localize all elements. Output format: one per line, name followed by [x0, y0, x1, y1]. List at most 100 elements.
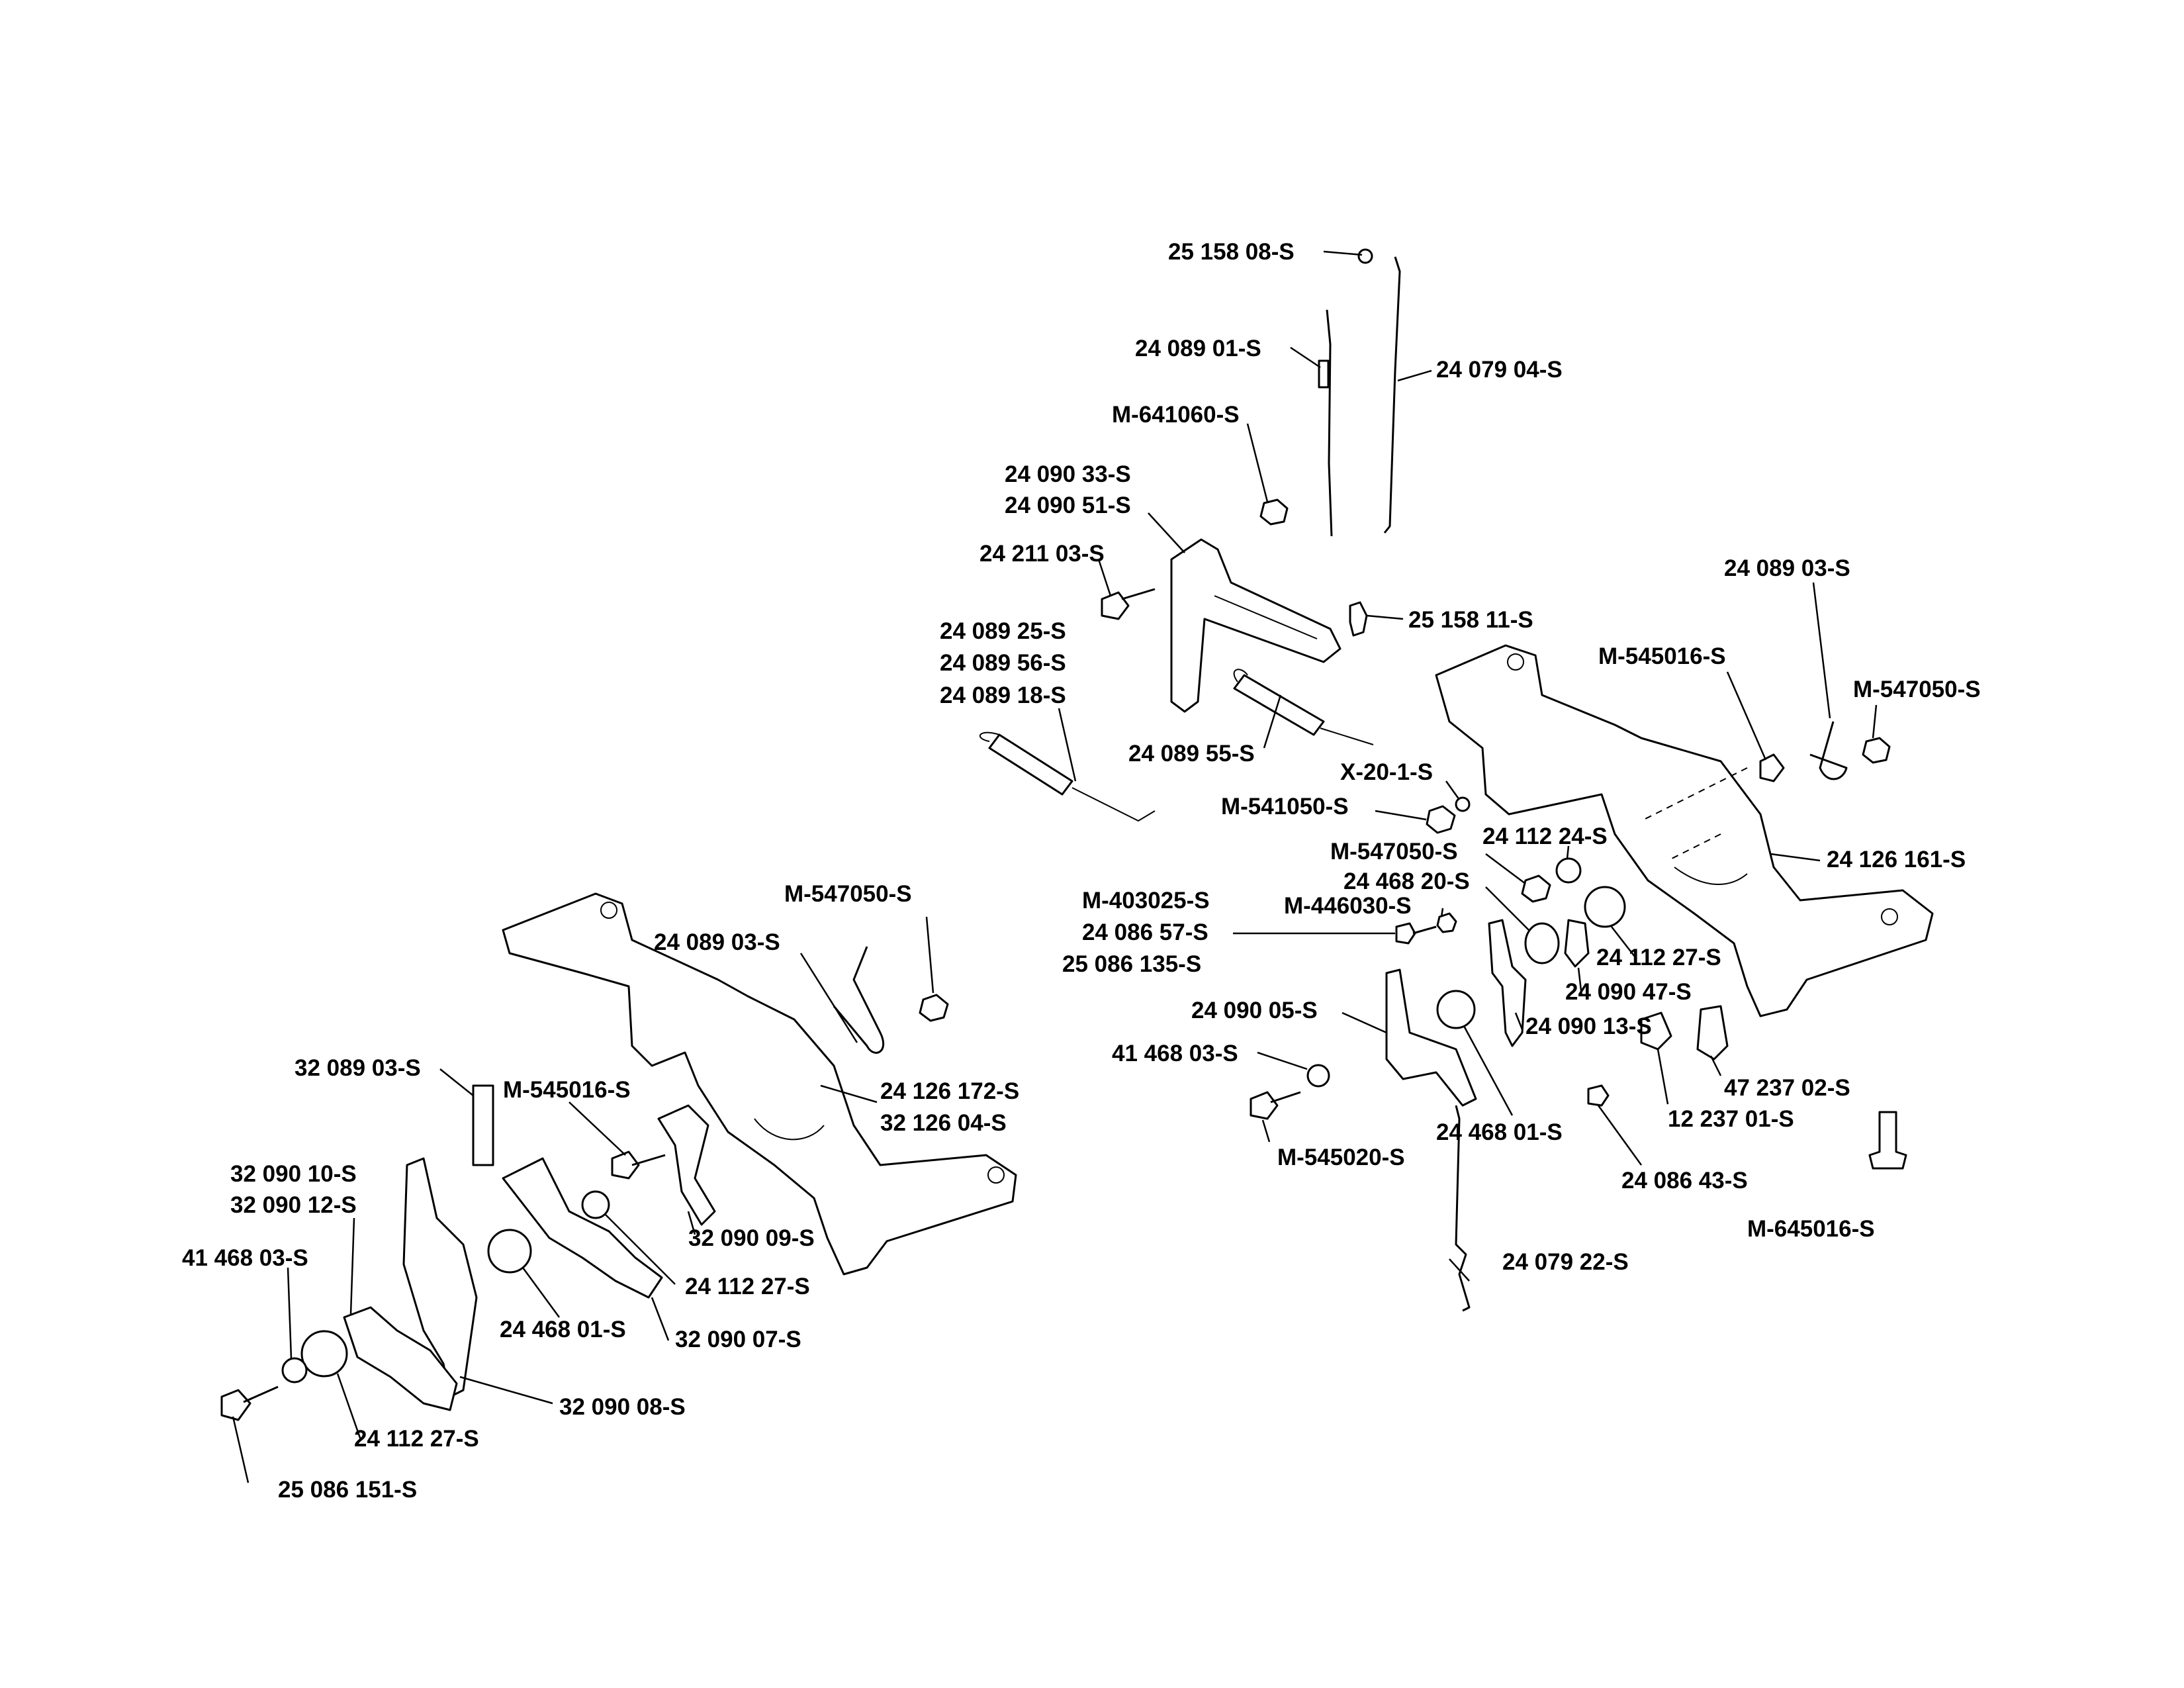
- leader: [1445, 780, 1461, 800]
- washer-24-468-01-right: [1436, 990, 1476, 1029]
- part-label: 32 089 03-S: [295, 1055, 421, 1081]
- part-label: 32 090 08-S: [559, 1394, 686, 1420]
- part-label: 24 468 01-S: [500, 1317, 626, 1342]
- part-label: M-641060-S: [1112, 402, 1240, 428]
- clip-12-237-01: [1640, 1011, 1672, 1051]
- leader: [1148, 512, 1185, 553]
- lever-24-090-05: [1385, 968, 1477, 1107]
- part-label: 24 089 01-S: [1135, 336, 1261, 361]
- lever-32-090-10: [402, 1157, 478, 1398]
- bracket-cutout-left: [754, 1118, 825, 1141]
- part-label: 32 090 10-S: [230, 1161, 357, 1187]
- washer-24-112-27-left: [581, 1190, 610, 1219]
- leader: [1770, 853, 1821, 862]
- part-label: 41 468 03-S: [1112, 1041, 1238, 1066]
- spring-32-089-03: [472, 1084, 494, 1166]
- bolt-m-645016: [1868, 1111, 1907, 1170]
- part-label: X-20-1-S: [1340, 759, 1433, 785]
- leader: [1342, 1011, 1387, 1034]
- nut-m-446030: [1436, 912, 1457, 933]
- spring-hook-left: [979, 731, 1156, 822]
- part-label: 25 158 11-S: [1408, 607, 1533, 633]
- leader: [287, 1267, 293, 1359]
- lever-24-090-47: [1564, 919, 1590, 968]
- bracket-hole-1: [1507, 653, 1524, 671]
- part-label: M-547050-S: [1853, 677, 1981, 702]
- spring-24-089-25: [988, 733, 1073, 796]
- leader: [799, 953, 858, 1043]
- part-label: 24 079 04-S: [1436, 357, 1563, 383]
- spring-24-089-03-left: [833, 946, 885, 1054]
- part-label: M-545020-S: [1277, 1145, 1405, 1170]
- part-label: 41 468 03-S: [182, 1245, 308, 1271]
- leader: [1440, 908, 1444, 917]
- leader: [1290, 346, 1321, 369]
- leader: [569, 1102, 626, 1156]
- leader: [925, 916, 934, 994]
- part-label: 24 089 18-S: [940, 682, 1066, 708]
- leader: [1566, 845, 1570, 859]
- leader: [1375, 810, 1427, 821]
- rod-24-079-04: [1383, 256, 1401, 534]
- part-label: 32 090 12-S: [230, 1192, 357, 1218]
- nut-m-641060: [1259, 498, 1289, 526]
- spring-24-089-03-right: [1809, 721, 1848, 780]
- part-label: 24 090 33-S: [1005, 461, 1131, 487]
- bracket-cutout: [1674, 867, 1748, 885]
- part-label: 24 112 24-S: [1482, 823, 1608, 849]
- clip-25-158-08: [1357, 248, 1373, 264]
- part-label: 24 468 01-S: [1436, 1119, 1563, 1145]
- washer-24-468-20: [1524, 922, 1560, 964]
- spring-24-089-55: [1233, 674, 1325, 736]
- clip-47-237-02: [1696, 1005, 1729, 1060]
- part-label: 24 089 25-S: [940, 618, 1066, 644]
- clip-25-158-11: [1349, 601, 1368, 637]
- part-label: 24 086 43-S: [1621, 1168, 1748, 1194]
- leader: [459, 1376, 553, 1405]
- part-label: M-446030-S: [1284, 893, 1412, 919]
- part-label: 24 086 57-S: [1082, 919, 1208, 945]
- lever-24-090-13: [1488, 919, 1527, 1047]
- leader: [651, 1297, 670, 1341]
- part-label: 24 090 13-S: [1525, 1013, 1652, 1039]
- part-label: 24 079 22-S: [1502, 1249, 1629, 1275]
- washer-x-20-1: [1455, 796, 1471, 812]
- leader: [1449, 1258, 1470, 1282]
- washer-24-468-01-left: [487, 1229, 532, 1274]
- bracket-dashed-guide: [1641, 767, 1748, 861]
- leader: [1485, 886, 1529, 931]
- right-assembly: [979, 248, 1934, 1312]
- part-label: M-541050-S: [1221, 794, 1349, 820]
- part-label: 24 090 47-S: [1565, 979, 1692, 1005]
- part-label: 24 090 05-S: [1191, 998, 1318, 1023]
- bracket-left-hole-2: [987, 1166, 1005, 1184]
- part-label: 47 237 02-S: [1724, 1075, 1850, 1101]
- bracket-left-hole-1: [600, 902, 617, 919]
- part-label: 32 090 07-S: [675, 1327, 801, 1352]
- part-label: 24 112 27-S: [354, 1426, 479, 1452]
- part-label: M-547050-S: [784, 881, 912, 907]
- lever-slot: [1214, 595, 1318, 639]
- leader: [1366, 614, 1404, 620]
- part-label: 24 468 20-S: [1343, 868, 1470, 894]
- lever-32-090-09: [657, 1104, 716, 1226]
- washer-24-112-27-lower: [300, 1330, 348, 1378]
- leader: [1397, 369, 1432, 382]
- rod-24-089-01: [1326, 309, 1333, 537]
- leader: [1058, 708, 1077, 782]
- part-label: 24 126 172-S: [880, 1078, 1019, 1104]
- part-label: 24 089 03-S: [1724, 555, 1850, 581]
- part-label: 24 112 27-S: [685, 1274, 810, 1299]
- bracket-24-126-172: [502, 892, 1017, 1276]
- leader: [1257, 1051, 1308, 1070]
- leader: [1097, 559, 1112, 596]
- part-label: 25 086 135-S: [1062, 951, 1201, 977]
- part-label: 12 237 01-S: [1668, 1106, 1794, 1132]
- bolt-24-086-43: [1587, 1084, 1610, 1107]
- leader: [1323, 250, 1363, 256]
- leader: [1611, 926, 1635, 957]
- part-label: 24 126 161-S: [1827, 847, 1966, 872]
- part-label: 24 090 51-S: [1005, 492, 1131, 518]
- leader: [1463, 1025, 1514, 1116]
